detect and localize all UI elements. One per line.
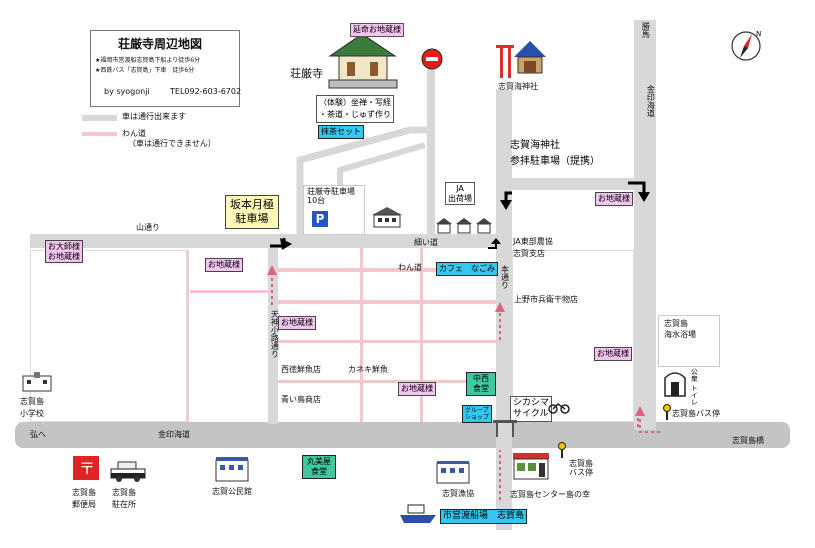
toilet-label: 公衆 トイレ [690, 368, 699, 406]
ojizo-3: お地蔵様 [278, 316, 316, 330]
police-label: 志賀島 駐在所 [112, 488, 136, 509]
police-car-icon [110, 461, 146, 482]
kinin-kaido-road [15, 422, 790, 448]
nakanishi-label: 中西 食堂 [466, 372, 496, 396]
kominkan-label: 志賀公民館 [212, 487, 252, 496]
temple-icon [328, 33, 398, 89]
bus-stop-2-icon [558, 442, 566, 458]
shikashima-cycle-label: シカシマ サイクル [510, 396, 553, 422]
toilet-icon [664, 372, 686, 397]
byline: by syogonji [104, 87, 150, 96]
bus-note: ★西鉄バス「志賀島」下車 徒歩6分 [95, 67, 195, 74]
temple-parking-label: 荘厳寺駐車場 10台 [307, 187, 355, 205]
yama-dori-road [30, 234, 500, 248]
hiro-label: 弘へ [30, 430, 46, 439]
legend-road-label: 車は通行出来ます [122, 112, 186, 121]
aoi-label: 青い鳥商店 [281, 395, 321, 404]
school-label: 志賀島 小学校 [20, 397, 44, 418]
ojizo-5: お地蔵様 [595, 192, 633, 206]
bridge-label: 志賀島橋 [732, 436, 764, 445]
path-1 [185, 250, 189, 422]
ojizo-odaishi: お大師様 お地蔵様 [45, 240, 83, 264]
yama-dori-label: 山通り [136, 223, 160, 232]
ojizo-2: お地蔵様 [205, 258, 243, 272]
kaneki-label: カネキ鮮魚 [348, 365, 388, 374]
block-east [512, 250, 634, 422]
path-8 [420, 248, 423, 422]
ferry-icon [400, 504, 436, 523]
compass-icon: N [731, 30, 761, 61]
no-entry-icon [421, 48, 443, 70]
center-shop-icon [513, 453, 549, 480]
path-11 [190, 290, 270, 293]
bus-stop-icon [663, 404, 671, 420]
bicycle-icon [548, 403, 570, 414]
sakamoto-parking-label: 坂本月極 駐車場 [225, 195, 279, 229]
bus-stop-main-label: 志賀島バス停 [672, 409, 720, 418]
wan-michi-label: わん道 [398, 263, 422, 272]
tenjin-label: 天神小路通り [270, 310, 280, 358]
path-7 [360, 248, 363, 422]
kominkan-icon [215, 457, 249, 482]
ferry-terminal-label: 市営渡船場 志賀島 [440, 509, 528, 524]
shrine-label: 志賀海神社 [498, 82, 538, 91]
kinin-kaido-right-road [634, 20, 656, 430]
enmei-jizo-label: 延命お地蔵様 [350, 23, 404, 37]
ojizo-4: お地蔵様 [398, 382, 436, 396]
path-4 [278, 300, 496, 304]
map-title: 荘厳寺周辺地図 [118, 37, 203, 51]
hoso-michi-label: 細い道 [414, 238, 438, 247]
temple-label: 荘厳寺 [290, 67, 323, 80]
shrine-parking-label: 志賀海神社 参拝駐車場（提携） [510, 140, 600, 167]
cafe-nagomi-label: カフェ なごみ [436, 262, 498, 276]
marumiya-label: 丸美屋 食堂 [302, 455, 336, 479]
path-5 [278, 340, 496, 343]
nishitoku-label: 西徳鮮魚店 [281, 365, 321, 374]
block-beach [658, 315, 720, 367]
path-3 [278, 268, 496, 272]
group-shop-label: グループ ショップ [462, 405, 493, 424]
experience-label: （体験）坐禅・写経 ・茶道・じゅず作り [316, 95, 394, 123]
hon-dori-label: 本通り [500, 265, 510, 289]
phone-number: TEL092-603-6702 [170, 87, 242, 96]
kinin-kaido-right-label: 金印海道 [646, 85, 656, 117]
ja-shipping-label: JA 出荷場 [445, 182, 475, 206]
tenjin-road [268, 248, 278, 424]
ferry-note: ★福岡市営渡船志賀島下船より徒歩6分 [95, 57, 201, 64]
legend-path-swatch [82, 132, 117, 136]
legend-path-label: わん道 [122, 129, 146, 138]
temple-access-road [427, 60, 435, 240]
matcha-set-label: 抹茶セット [318, 125, 364, 139]
ja-bank-label: JA東部農協 志賀支店 [513, 237, 553, 258]
beach-label: 志賀島 海水浴場 [664, 319, 696, 340]
shrine-parking-road [512, 178, 636, 190]
legend-path-note: （車は通行できません） [128, 139, 216, 148]
svg-text:N: N [756, 30, 761, 38]
ueno-label: 上野市兵衛干物店 [514, 295, 578, 304]
post-office-icon: 〒 [73, 456, 99, 480]
info-box [90, 30, 240, 107]
house-icon [372, 207, 402, 228]
path-6 [278, 380, 468, 383]
katsuma-label: 勝馬 [641, 22, 651, 38]
ojizo-6: お地蔵様 [594, 347, 632, 361]
parking-sign: P [312, 211, 328, 227]
legend-road-swatch [82, 115, 117, 121]
shrine-icon [496, 41, 546, 78]
small-houses-icon [436, 218, 492, 234]
post-office-label: 志賀島 郵便局 [72, 488, 96, 509]
svg-text:〒: 〒 [79, 459, 95, 478]
gyokyo-label: 志賀漁協 [442, 489, 474, 498]
center-label: 志賀島センター島の幸 [510, 490, 590, 499]
school-icon [22, 372, 52, 392]
kinin-kaido-label: 金印海道 [158, 430, 190, 439]
gyokyo-icon [436, 461, 470, 484]
bus-stop-2-label: 志賀島 バス停 [569, 459, 593, 477]
block-west [30, 250, 187, 422]
